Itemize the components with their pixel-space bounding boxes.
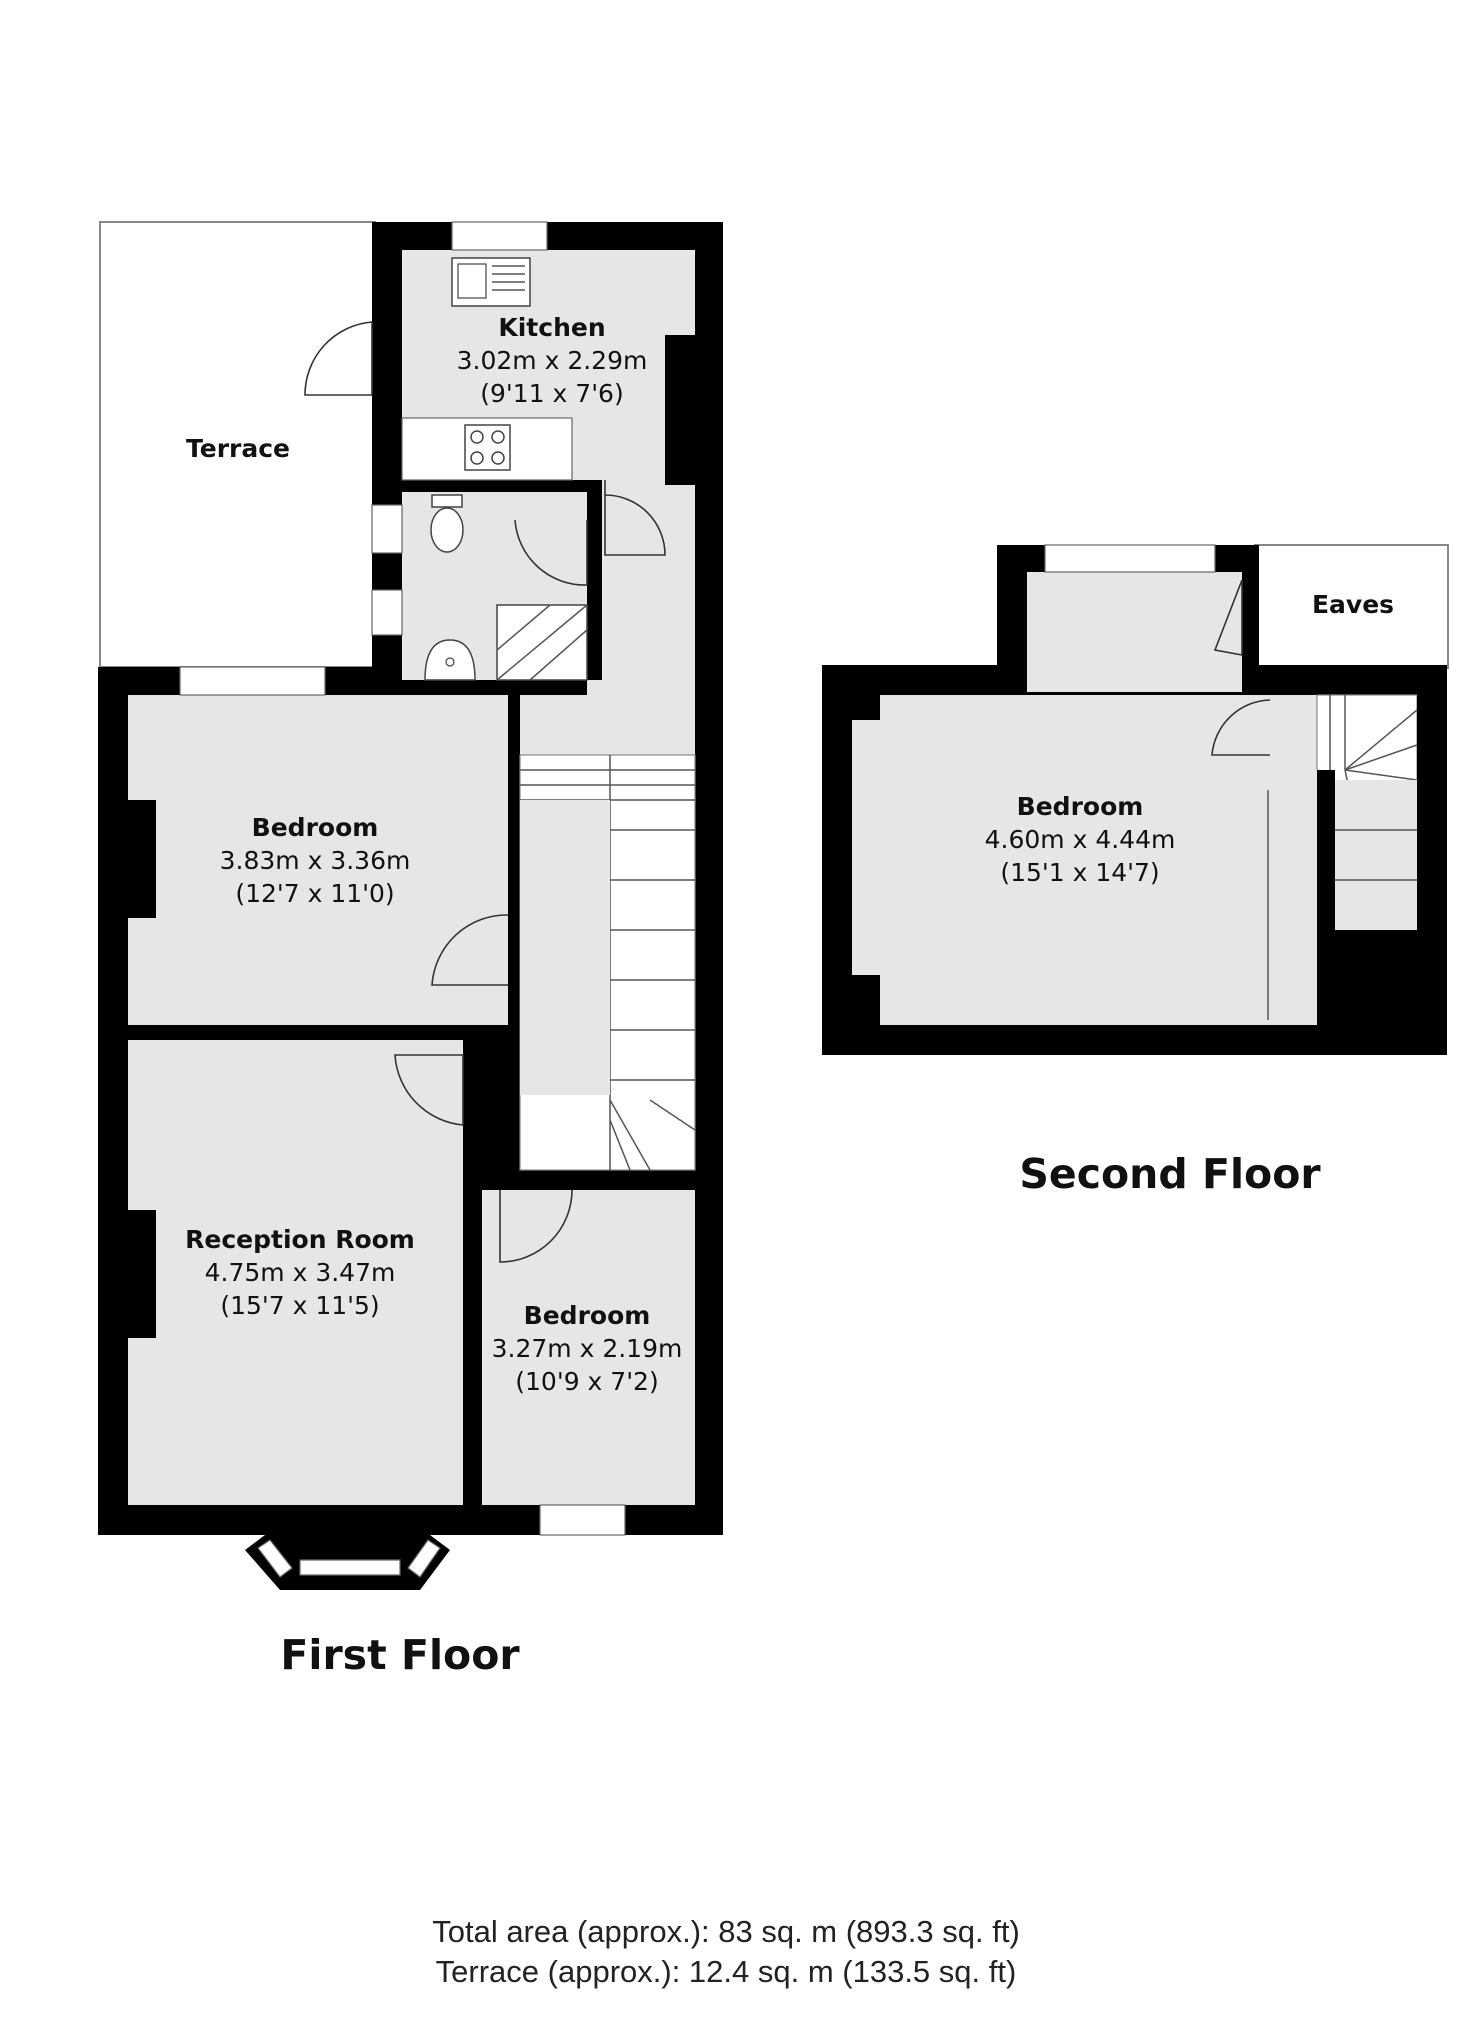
- second-floor-chimney-bottom: [852, 975, 880, 1025]
- first-floor-title: First Floor: [280, 1631, 520, 1679]
- bedroom-1-floor: [128, 695, 508, 1025]
- bedroom-1-imperial: (12'7 x 11'0): [235, 879, 394, 908]
- kitchen-label: Kitchen: [498, 313, 605, 342]
- second-floor-bedroom-extension: [1270, 770, 1317, 1025]
- bedroom-1-window: [179, 666, 326, 696]
- bathroom-side-wall: [587, 480, 602, 680]
- kitchen-imperial: (9'11 x 7'6): [480, 379, 623, 408]
- second-floor-skylight: [1044, 544, 1216, 573]
- kitchen-door: [604, 480, 666, 556]
- second-floor-title: Second Floor: [1019, 1150, 1321, 1198]
- bedroom-1-side-wall: [508, 695, 520, 1040]
- eaves-door: [1213, 579, 1243, 656]
- hob-icon: [464, 424, 511, 471]
- terrace-area: [99, 221, 376, 668]
- reception-door: [394, 1054, 464, 1126]
- first-floor-plan: Terrace Kitchen 3.02m x 2.29m (9'11 x 7'…: [98, 221, 723, 1679]
- bathroom-window-2: [371, 589, 403, 636]
- shower-tray-icon: [496, 604, 588, 681]
- bedroom-2-metric: 3.27m x 2.19m: [492, 1334, 683, 1363]
- bathroom-window-1: [371, 504, 403, 554]
- kitchen-right-wall-block: [665, 335, 695, 485]
- second-floor-bedroom-floor: [852, 695, 1317, 1025]
- eaves-label: Eaves: [1312, 590, 1394, 619]
- terrace-label: Terrace: [186, 434, 290, 463]
- second-floor-chimney-top: [852, 695, 880, 720]
- second-floor-stairs: [1316, 694, 1447, 960]
- bedroom-2-window: [539, 1504, 626, 1536]
- second-floor-bedroom-label: Bedroom: [1017, 792, 1144, 821]
- terrace-door: [304, 321, 373, 396]
- bedroom-2-door: [499, 1189, 573, 1263]
- bedroom-1-door: [431, 914, 509, 986]
- reception-metric: 4.75m x 3.47m: [205, 1258, 396, 1287]
- bedroom-1-chimney: [128, 800, 156, 918]
- reception-label: Reception Room: [185, 1225, 415, 1254]
- stairs-door: [1211, 699, 1271, 756]
- kitchen-bathroom-wall: [402, 480, 602, 492]
- terrace-area-text: Terrace (approx.): 12.4 sq. m (133.5 sq.…: [436, 1954, 1017, 1989]
- bedroom-1-label: Bedroom: [252, 813, 379, 842]
- second-floor-top-floor: [1027, 572, 1242, 692]
- bay-window: [245, 1535, 450, 1590]
- kitchen-window: [451, 221, 548, 251]
- bedroom-2-imperial: (10'9 x 7'2): [515, 1367, 658, 1396]
- bathroom-door: [514, 519, 588, 586]
- area-summary: Total area (approx.): 83 sq. m (893.3 sq…: [432, 1914, 1020, 1989]
- kitchen-metric: 3.02m x 2.29m: [457, 346, 648, 375]
- stairs: [519, 754, 696, 1171]
- second-floor-bedroom-imperial: (15'1 x 14'7): [1000, 858, 1159, 887]
- second-floor-bedroom-metric: 4.60m x 4.44m: [985, 825, 1176, 854]
- reception-side-wall: [463, 1040, 482, 1505]
- bedroom-2-top-wall: [482, 1172, 695, 1190]
- total-area-text: Total area (approx.): 83 sq. m (893.3 sq…: [432, 1914, 1020, 1949]
- bedroom-reception-wall: [128, 1025, 520, 1040]
- kitchen-sink-icon: [451, 257, 531, 307]
- bedroom-2-floor: [482, 1190, 695, 1505]
- bedroom-1-metric: 3.83m x 3.36m: [220, 846, 411, 875]
- toilet-icon: [430, 494, 464, 553]
- hallway-floor: [587, 487, 695, 695]
- bedroom-2-label: Bedroom: [524, 1301, 651, 1330]
- reception-imperial: (15'7 x 11'5): [220, 1291, 379, 1320]
- reception-floor: [128, 1040, 463, 1505]
- reception-chimney: [128, 1210, 156, 1338]
- second-floor-plan: Eaves Bedroom 4.60m x 4.44m (15'1 x 14'7…: [822, 544, 1449, 1198]
- washbasin-icon: [424, 639, 476, 681]
